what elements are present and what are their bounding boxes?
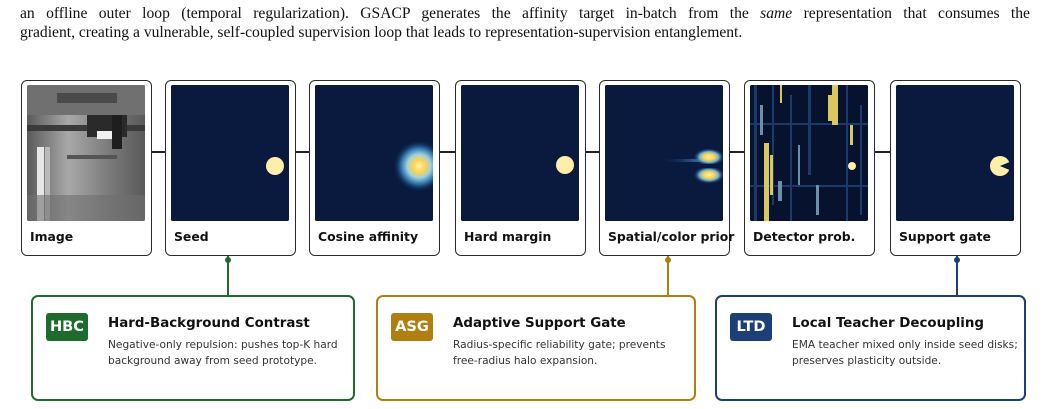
card-description: Radius-specific reliability gate; preven…	[453, 337, 665, 369]
badge-ltd: LTD	[730, 313, 772, 341]
panel-cosine-affinity: Cosine affinity	[309, 80, 440, 256]
card-asg: ASG Adaptive Support Gate Radius-specifi…	[376, 295, 696, 401]
connector	[152, 151, 165, 153]
emphasis-same: same	[760, 5, 792, 22]
badge-hbc: HBC	[46, 313, 88, 341]
connector	[440, 151, 455, 153]
panel-label: Hard margin	[464, 229, 551, 244]
panel-label: Seed	[174, 229, 209, 244]
panel-label: Image	[30, 229, 73, 244]
panel-detector-prob: Detector prob.	[744, 80, 875, 256]
card-title: Local Teacher Decoupling	[792, 316, 984, 331]
connector	[730, 151, 744, 153]
connector	[586, 151, 599, 153]
panel-label: Support gate	[899, 229, 991, 244]
panel-label: Spatial/color prior	[608, 229, 734, 244]
support-gate-map	[896, 85, 1014, 221]
card-title: Hard-Background Contrast	[108, 316, 310, 331]
card-description: Negative-only repulsion: pushes top-K ha…	[108, 337, 338, 369]
card-ltd: LTD Local Teacher Decoupling EMA teacher…	[715, 295, 1026, 401]
panel-support-gate: Support gate	[890, 80, 1021, 256]
card-title: Adaptive Support Gate	[453, 316, 626, 331]
panel-label: Cosine affinity	[318, 229, 418, 244]
connector	[296, 151, 309, 153]
card-description: EMA teacher mixed only inside seed disks…	[792, 337, 1018, 369]
panel-spatial-color-prior: Spatial/color prior	[599, 80, 730, 256]
panel-seed: Seed	[165, 80, 296, 256]
panel-hard-margin: Hard margin	[455, 80, 586, 256]
badge-asg: ASG	[391, 313, 433, 341]
detector-probability-map	[750, 85, 868, 221]
spatial-color-prior-map	[605, 85, 723, 221]
panel-image: Image	[21, 80, 152, 256]
body-text: an offline outer loop (temporal regulari…	[20, 4, 1030, 42]
hard-margin-map	[461, 85, 579, 221]
body-text-line-2: gradient, creating a vulnerable, self-co…	[20, 23, 1030, 42]
card-hbc: HBC Hard-Background Contrast Negative-on…	[31, 295, 355, 401]
image-thumbnail	[27, 85, 145, 221]
panel-label: Detector prob.	[753, 229, 855, 244]
cosine-affinity-map	[315, 85, 433, 221]
body-text-line-1: an offline outer loop (temporal regulari…	[20, 4, 1030, 23]
connector	[875, 151, 890, 153]
seed-map	[171, 85, 289, 221]
